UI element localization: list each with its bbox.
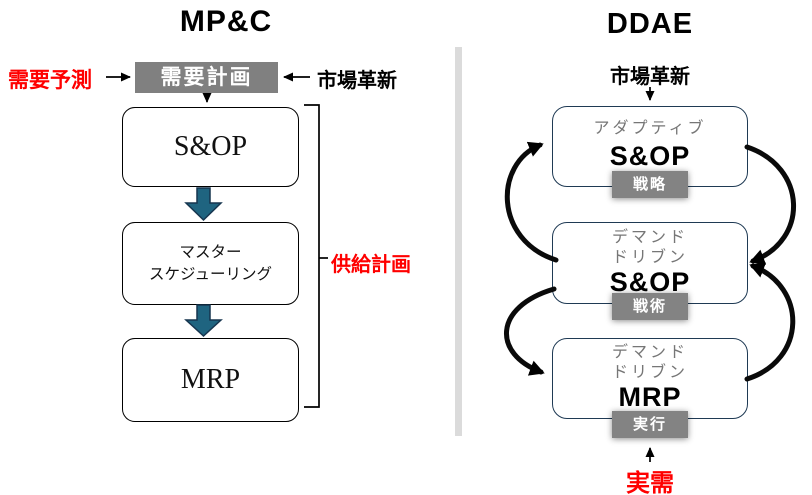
demand-plan-box: 需要計画 (135, 62, 278, 93)
demand-forecast-label: 需要予測 (8, 69, 92, 92)
dd-sop-heading: S&OP (609, 267, 691, 297)
mrp-box: MRP (122, 338, 299, 422)
actual-demand-label: 実需 (626, 470, 674, 495)
dd-sop-subtitle-line2: ドリブン (611, 249, 688, 266)
loop-arrow-ddmrp-to-ddsop-right (744, 262, 796, 382)
tactics-badge: 戦術 (612, 293, 688, 320)
master-scheduling-line1: マスター (179, 243, 242, 261)
supply-plan-bracket (304, 104, 320, 408)
dd-mrp-subtitle-line2: ドリブン (611, 364, 688, 381)
sop-box-label: S&OP (173, 131, 248, 162)
loop-arrow-ddsop-to-ddmrp-left (504, 286, 557, 376)
market-innovation-label-left: 市場革新 (317, 70, 397, 92)
market-innovation-label-right: 市場革新 (610, 66, 690, 88)
adaptive-sop-subtitle: アダプティブ (593, 120, 707, 137)
mrp-box-label: MRP (180, 364, 241, 395)
execution-badge: 実行 (612, 411, 688, 438)
demand-driven-mrp-box: デマンド ドリブン MRP (552, 338, 748, 419)
panel-divider (455, 47, 462, 436)
left-panel-title: MP&C (179, 5, 273, 38)
right-panel-title: DDAE (606, 8, 694, 40)
dd-mrp-heading: MRP (618, 382, 682, 412)
loop-arrow-ddsop-to-adaptive-left (504, 141, 559, 263)
adaptive-sop-heading: S&OP (609, 141, 691, 171)
block-arrow-sop-to-ms (184, 187, 223, 222)
master-scheduling-line2: スケジューリング (149, 265, 272, 283)
block-arrow-ms-to-mrp (184, 304, 223, 338)
supply-plan-label: 供給計画 (331, 254, 411, 276)
sop-box: S&OP (122, 107, 299, 187)
master-scheduling-box: マスター スケジューリング (122, 222, 299, 305)
demand-driven-sop-box: デマンド ドリブン S&OP (552, 222, 748, 304)
strategy-badge: 戦略 (612, 171, 688, 198)
dd-sop-subtitle-line1: デマンド (611, 229, 688, 246)
dd-mrp-subtitle-line1: デマンド (611, 344, 688, 361)
loop-arrow-adaptive-to-ddsop-right (744, 144, 797, 265)
